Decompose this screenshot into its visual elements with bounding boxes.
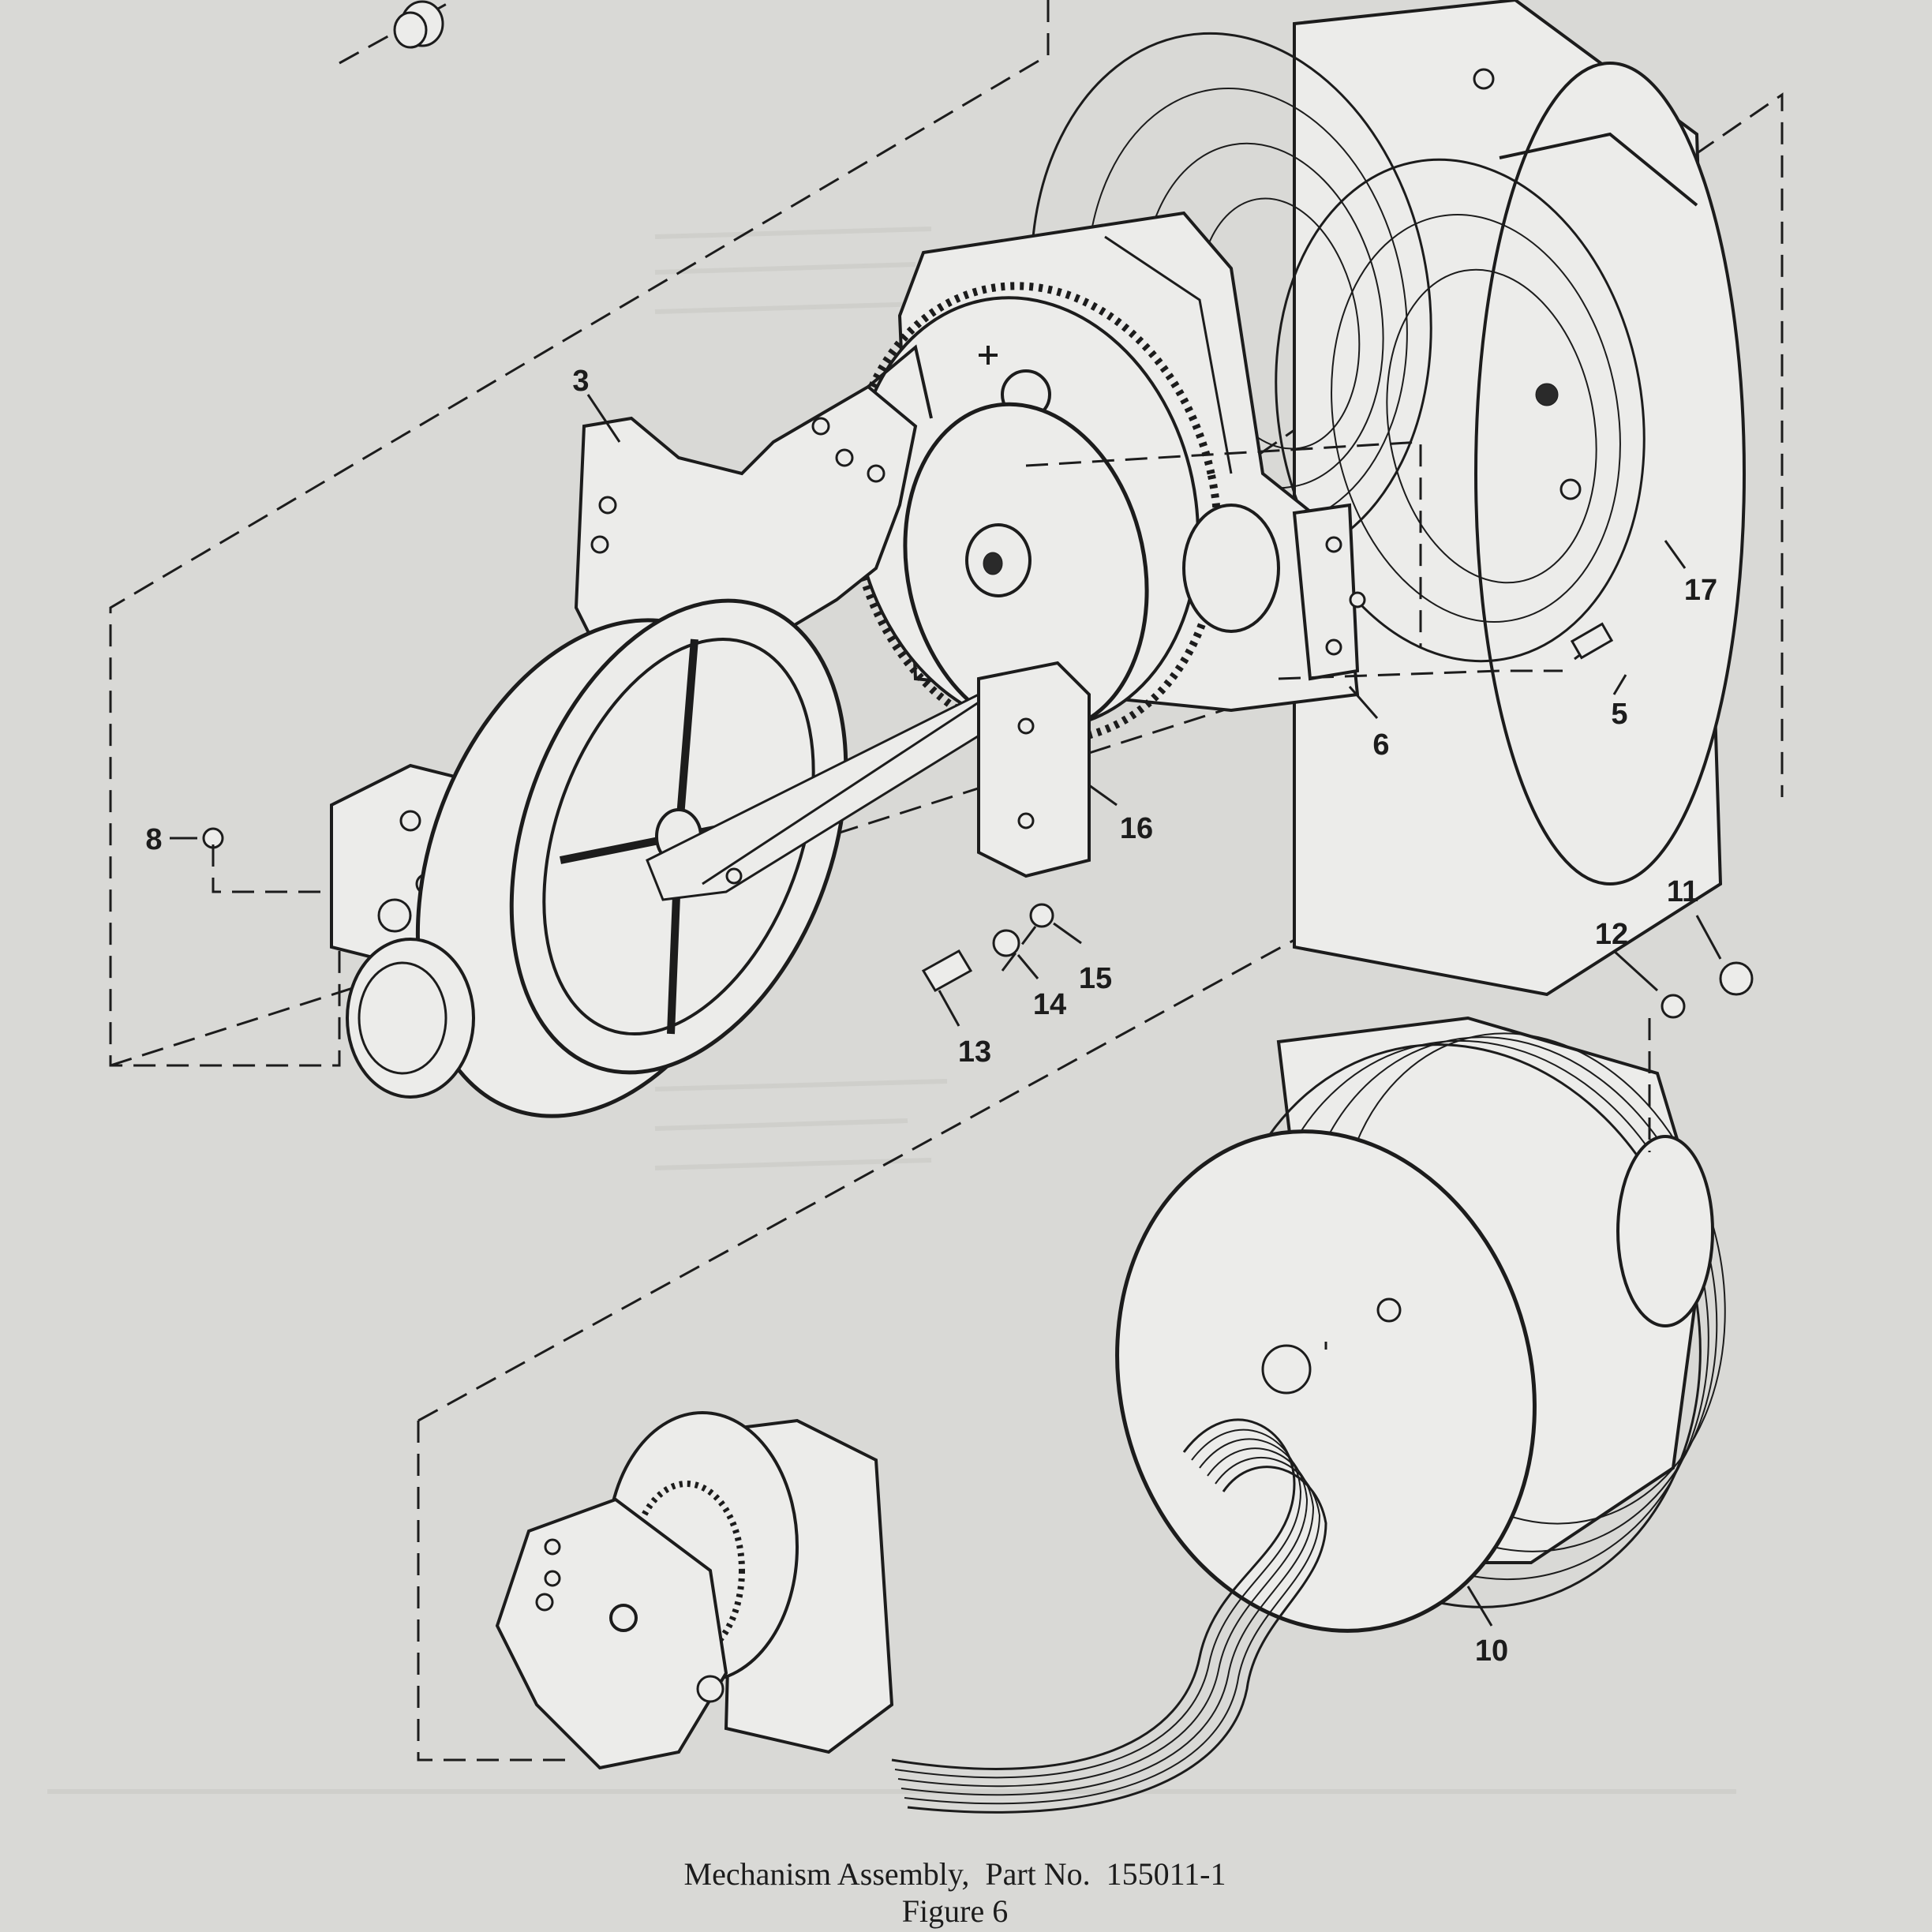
coil-drum-part [1115,1016,1726,1633]
callout-12: 12 [1595,918,1628,951]
figure-caption: Mechanism Assembly, Part No. 155011-1 Fi… [684,1856,1226,1929]
callout-5: 5 [1611,698,1627,731]
callout-10: 10 [1475,1634,1508,1668]
callout-3: 3 [572,365,589,398]
top-spacer-part [339,0,455,65]
sensor-module-part [495,1411,894,1770]
hardware-parts [202,440,1754,1152]
callout-6: 6 [1372,728,1389,762]
caption-figure: Figure 6 [902,1893,1008,1929]
callout-16: 16 [1120,812,1153,845]
callout-8: 8 [145,823,162,856]
callout-17: 17 [1684,574,1717,607]
callout-15: 15 [1079,962,1112,995]
callout-14: 14 [1033,988,1066,1021]
callout-13: 13 [958,1035,991,1069]
callout-labels: 3 5 6 8 10 11 12 13 14 15 16 17 [145,365,1717,1668]
rear-housing-part [1030,0,1746,997]
callout-leaders [170,394,1722,1627]
ribbon-cable [891,1418,1327,1814]
callout-11: 11 [1667,875,1698,908]
caption-title: Mechanism Assembly, Part No. 155011-1 [684,1856,1226,1892]
flange-plate-part [574,344,1149,735]
spoked-wheel-assembly [330,598,1091,1118]
bleed-through-text [47,227,1736,1794]
